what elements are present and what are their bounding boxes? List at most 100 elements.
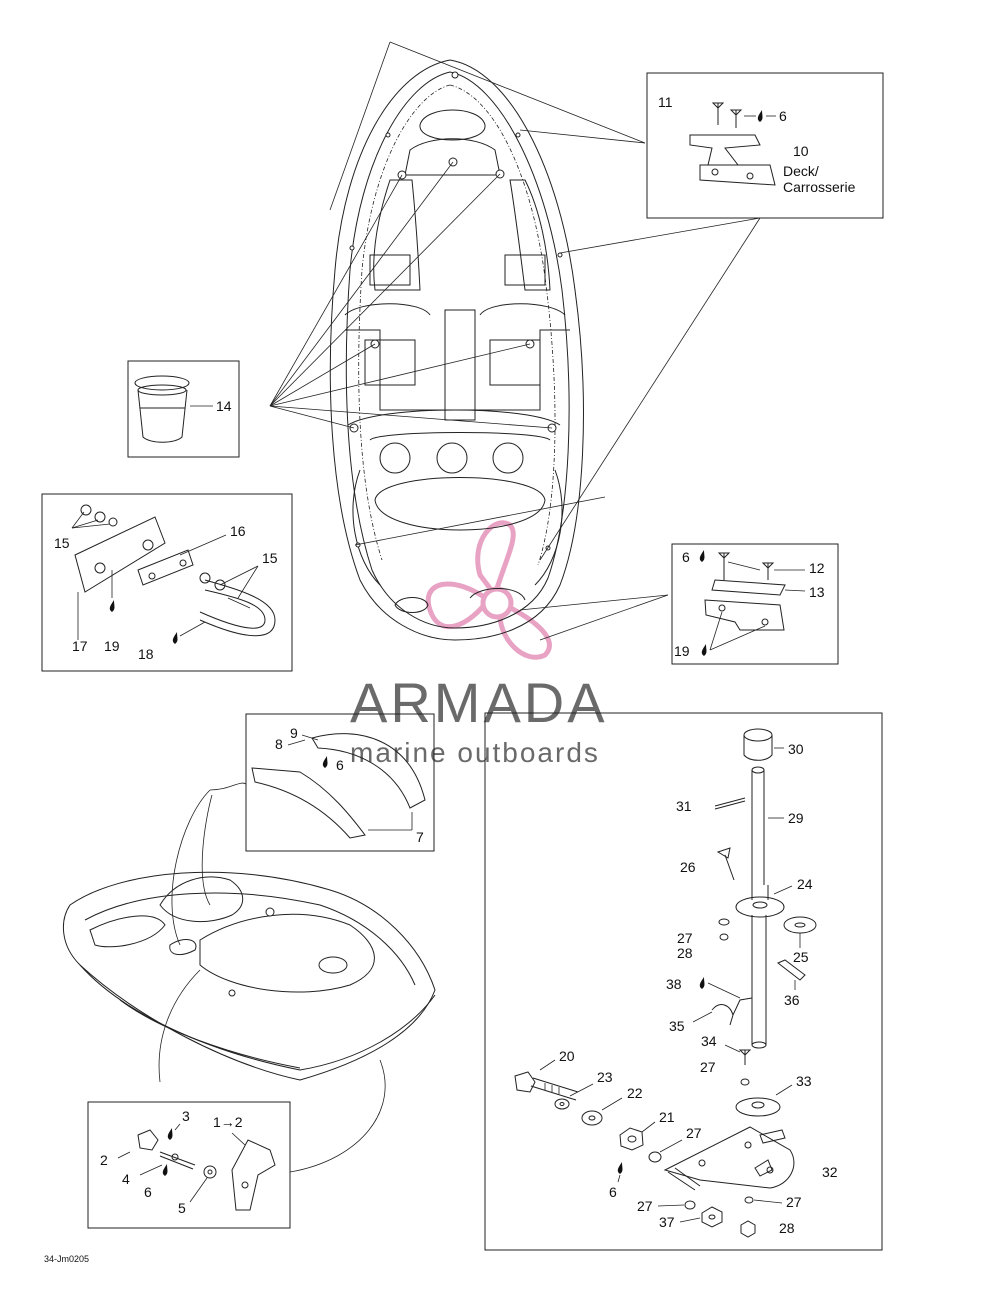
callout-19-right: 19 (674, 643, 690, 659)
cap-part-icon (137, 1129, 159, 1151)
loctite-drop-icon (757, 110, 763, 122)
loctite-drop-icon (172, 632, 178, 644)
watermark-brand: ARMADA (350, 671, 608, 734)
callout-27-lower-right: 27 (786, 1194, 802, 1210)
callout-25: 25 (793, 949, 809, 965)
callout-32: 32 (822, 1164, 838, 1180)
callout-21: 21 (659, 1109, 675, 1125)
callout-23: 23 (597, 1069, 613, 1085)
loctite-drop-icon (699, 977, 705, 989)
deck-caption-line1: Deck/ (783, 163, 819, 179)
loctite-drop-icon (699, 550, 705, 562)
callout-16: 16 (230, 523, 246, 539)
detail-box-bracket: 3 1→2 2 4 6 5 (87, 1101, 291, 1229)
callout-6-steering: 6 (609, 1184, 617, 1200)
washer-icon (684, 1200, 696, 1210)
hex-nut-icon (619, 1127, 644, 1151)
watermark-tagline: marine outboards (350, 737, 600, 768)
callout-34: 34 (701, 1033, 717, 1049)
callout-17: 17 (72, 638, 88, 654)
callout-27-lower-left: 27 (637, 1198, 653, 1214)
callout-30: 30 (788, 741, 804, 757)
washer-icon (744, 1196, 754, 1204)
callout-24: 24 (797, 876, 813, 892)
callout-13: 13 (809, 584, 825, 600)
callout-8: 8 (275, 736, 283, 752)
detail-box-deck-cleat: 11 6 10 Deck/ Carrosserie (646, 72, 884, 219)
callout-5: 5 (178, 1200, 186, 1216)
callout-26: 26 (680, 859, 696, 875)
callout-6-right: 6 (682, 549, 690, 565)
bolt-icon (159, 1151, 196, 1170)
callout-10: 10 (793, 143, 809, 159)
callout-20: 20 (559, 1048, 575, 1064)
callout-36: 36 (784, 992, 800, 1008)
callout-6-bracket: 6 (144, 1184, 152, 1200)
bolt-icon (738, 1049, 752, 1065)
callout-3: 3 (182, 1108, 190, 1124)
callout-27-plate: 27 (686, 1125, 702, 1141)
callout-2: 2 (100, 1152, 108, 1168)
callout-6-handle: 6 (336, 757, 344, 773)
screw-icon (716, 847, 735, 881)
callout-9: 9 (290, 725, 298, 741)
callout-1-to-2: 1→2 (213, 1114, 243, 1130)
washer-icon (554, 1098, 570, 1110)
deck-top-view (329, 59, 584, 641)
detail-box-rear-plate: 6 12 13 19 (671, 543, 839, 665)
callout-14: 14 (216, 398, 232, 414)
steering-plate-icon (663, 1126, 795, 1189)
callout-37: 37 (659, 1214, 675, 1230)
callout-15-left: 15 (54, 535, 70, 551)
gasket-icon (711, 579, 786, 596)
washer-icon (718, 918, 730, 926)
hex-nut-icon (740, 1220, 756, 1238)
leader-lines-boat (158, 782, 386, 1173)
callout-27-upper: 27 (677, 930, 693, 946)
steering-cap-icon (743, 728, 773, 742)
bracket-plate-icon (74, 516, 194, 593)
loctite-drop-icon (162, 1164, 168, 1176)
washer-icon (648, 1151, 662, 1163)
screw-icon (711, 102, 743, 128)
nut-washer-icon (80, 504, 118, 527)
cup-part-icon (134, 375, 190, 443)
hex-nut-icon (701, 1206, 723, 1228)
leader-lines-deck (269, 41, 761, 641)
callout-7: 7 (416, 829, 424, 845)
diagram-code: 34-Jm0205 (44, 1254, 89, 1264)
callout-18: 18 (138, 646, 154, 662)
washer-icon (203, 1165, 217, 1179)
cleat-part-icon (689, 134, 776, 186)
loctite-drop-icon (617, 1162, 623, 1174)
callout-12: 12 (809, 560, 825, 576)
loctite-drop-icon (167, 1128, 173, 1140)
washer-icon (581, 1110, 603, 1126)
detail-box-drain-cup: 14 (127, 360, 240, 458)
lower-flange-icon (735, 1097, 781, 1117)
callout-28-upper: 28 (677, 945, 693, 961)
screw-icon (717, 552, 775, 580)
detail-box-grab-handle: 9 8 6 7 (245, 713, 435, 852)
key-icon (777, 959, 806, 981)
deck-caption-line2: Carrosserie (783, 179, 856, 195)
loctite-drop-icon (701, 644, 707, 656)
callout-19-left: 19 (104, 638, 120, 654)
handle-part-icon (251, 733, 426, 839)
washer-icon (740, 1078, 750, 1086)
loctite-drop-icon (322, 756, 328, 768)
callout-29: 29 (788, 810, 804, 826)
callout-27-mid: 27 (700, 1059, 716, 1075)
plate-part-icon (704, 599, 785, 631)
callout-4: 4 (122, 1171, 130, 1187)
l-bracket-icon (231, 1139, 276, 1211)
upper-flange-icon (735, 896, 785, 918)
callout-35: 35 (669, 1018, 685, 1034)
armada-watermark: ARMADA marine outboards (350, 520, 608, 768)
loctite-drop-icon (109, 600, 115, 612)
flange-washer-icon (783, 916, 817, 934)
callout-38: 38 (666, 976, 682, 992)
pin-icon (714, 797, 746, 807)
